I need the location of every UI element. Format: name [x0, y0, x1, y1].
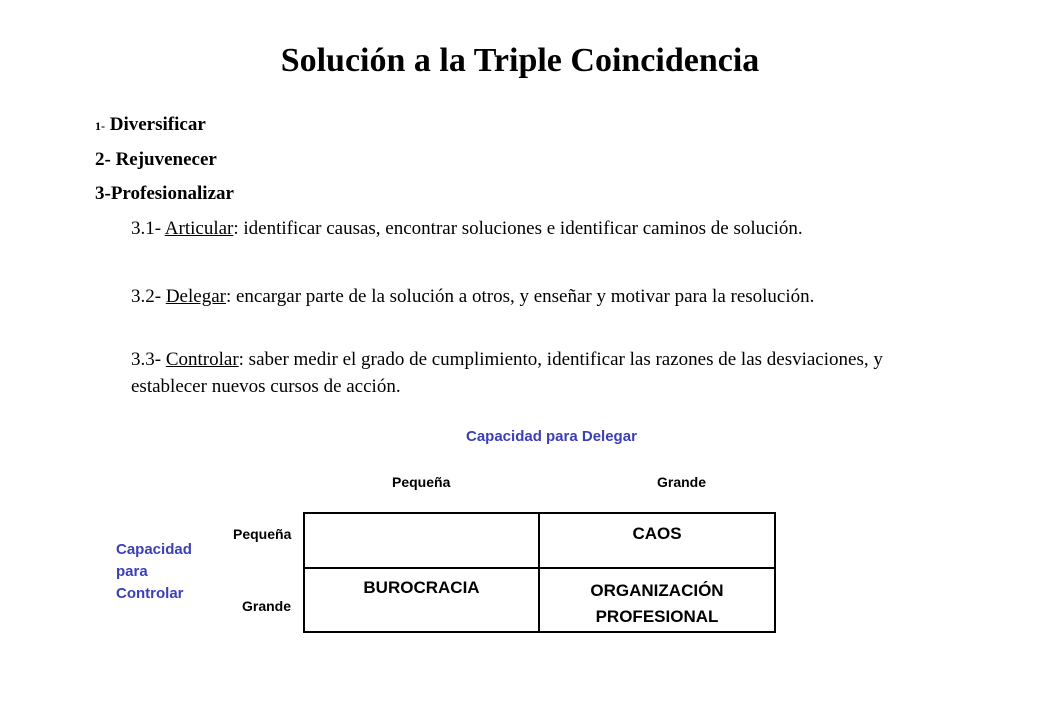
matrix-y-axis-title: Capacidad para Controlar: [116, 539, 226, 605]
matrix-cell-line: PROFESIONAL: [595, 607, 719, 626]
list-item-profesionalizar: 3-Profesionalizar: [95, 183, 234, 204]
capacity-matrix: CAOS BUROCRACIA ORGANIZACIÓN PROFESIONAL: [303, 512, 776, 633]
subitem-controlar: 3.3- Controlar: saber medir el grado de …: [131, 346, 911, 400]
subitem-delegar: 3.2- Delegar: encargar parte de la soluc…: [131, 283, 911, 310]
list-item-diversificar: 1- Diversificar: [95, 114, 206, 136]
matrix-y-axis-title-line: para: [116, 563, 148, 580]
subitem-text: : identificar causas, encontrar solucion…: [233, 218, 803, 239]
page-title: Solución a la Triple Coincidencia: [280, 42, 760, 79]
matrix-col-label-pequena: Pequeña: [392, 474, 451, 490]
matrix-x-axis-title: Capacidad para Delegar: [466, 428, 637, 445]
matrix-cell-line: ORGANIZACIÓN: [590, 581, 724, 600]
matrix-cell-caos: CAOS: [540, 514, 774, 569]
list-item-rejuvenecer: 2- Rejuvenecer: [95, 149, 217, 170]
matrix-y-axis-title-line: Capacidad: [116, 541, 192, 558]
subitem-number: 3.3-: [131, 349, 162, 370]
subitem-number: 3.1-: [131, 218, 162, 239]
subitem-term: Delegar: [165, 286, 226, 307]
subitem-text: : saber medir el grado de cumplimiento, …: [131, 349, 883, 397]
subitem-articular: 3.1- Articular: identificar causas, enco…: [131, 215, 911, 242]
list-item-text: Diversificar: [109, 114, 206, 135]
matrix-row-label-pequena: Pequeña: [233, 526, 292, 542]
matrix-y-axis-title-line: Controlar: [116, 585, 184, 602]
matrix-col-label-grande: Grande: [657, 474, 707, 490]
subitem-number: 3.2-: [131, 286, 162, 307]
matrix-cell-empty: [305, 514, 540, 569]
list-item-number: 1-: [95, 119, 105, 133]
matrix-cell-organizacion-profesional: ORGANIZACIÓN PROFESIONAL: [540, 569, 774, 631]
subitem-term: Controlar: [165, 349, 239, 370]
matrix-row-label-grande: Grande: [242, 598, 292, 614]
subitem-text: : encargar parte de la solución a otros,…: [225, 286, 815, 307]
subitem-term: Articular: [164, 218, 234, 239]
matrix-cell-burocracia: BUROCRACIA: [305, 569, 540, 631]
